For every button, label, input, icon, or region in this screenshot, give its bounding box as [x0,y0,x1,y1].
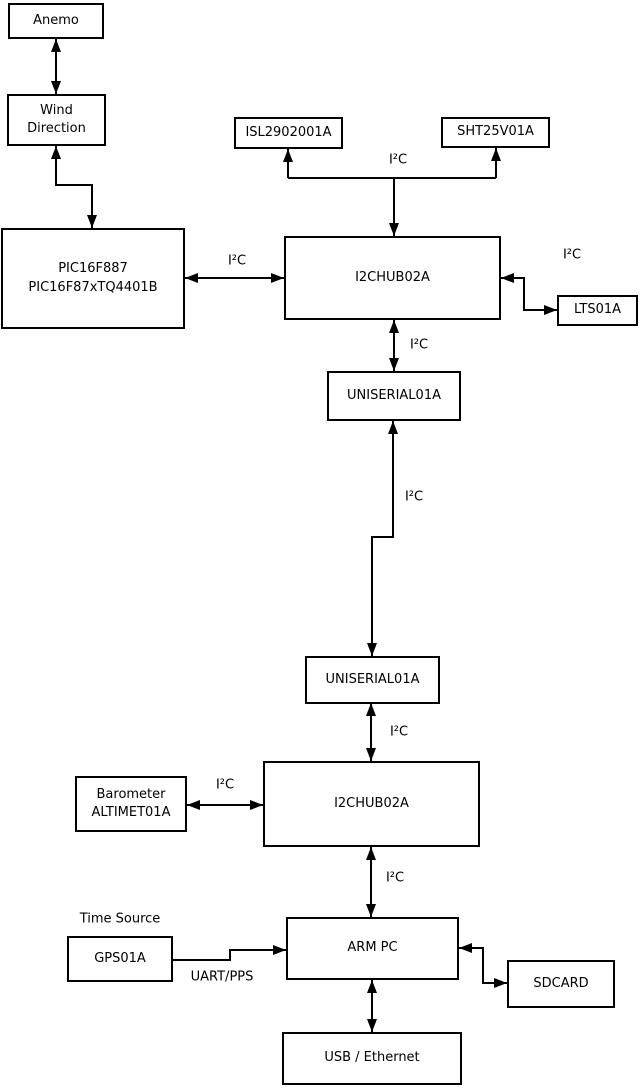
box-wind-direction-label: Wind Direction [27,102,86,136]
connector-uniserial-link [367,421,398,656]
label-i2c-sensor-bus: I²C [386,152,410,168]
box-i2chub-top-label: I2CHUB02A [355,269,430,285]
label-i2c-hub-armpc: I²C [383,870,407,886]
box-sdcard: SDCARD [507,960,615,1008]
box-barometer: Barometer ALTIMET01A [75,776,187,832]
box-anemo: Anemo [8,3,104,39]
connector-sensor-bus [283,148,501,236]
box-sht25v01a-label: SHT25V01A [457,124,534,140]
box-pic16f887: PIC16F887 PIC16F87xTQ4401B [1,228,185,329]
box-i2chub-bottom: I2CHUB02A [263,761,480,847]
label-i2c-pic-hub: I²C [225,253,249,269]
box-arm-pc: ARM PC [286,917,459,980]
box-gps01a-label: GPS01A [94,950,146,966]
box-uniserial-bottom: UNISERIAL01A [305,656,440,704]
label-i2c-hub-uniserial: I²C [407,337,431,353]
box-i2chub-bottom-label: I2CHUB02A [334,795,409,811]
label-i2c-uniserial-hub: I²C [387,724,411,740]
box-isl2902001a-label: ISL2902001A [245,124,332,140]
connector-armpc-sdcard [459,943,507,988]
box-lts01a: LTS01A [557,295,638,326]
label-i2c-uniserial-link: I²C [402,489,426,505]
box-wind-direction: Wind Direction [7,94,106,146]
box-uniserial-top-label: UNISERIAL01A [347,387,441,403]
label-time-source: Time Source [77,911,163,927]
box-lts01a-label: LTS01A [573,302,622,318]
label-i2c-barometer-hub: I²C [213,777,237,793]
box-anemo-label: Anemo [33,12,79,28]
box-uniserial-bottom-label: UNISERIAL01A [325,671,420,687]
box-gps01a: GPS01A [67,936,173,982]
label-i2c-hub-lts: I²C [560,247,584,263]
box-i2chub-top: I2CHUB02A [284,236,501,320]
box-arm-pc-label: ARM PC [347,940,398,956]
box-uniserial-top: UNISERIAL01A [327,371,461,421]
connector-winddirection-pic [51,146,97,228]
connector-gps-armpc [173,945,286,961]
box-pic16f887-label: PIC16F887 PIC16F87xTQ4401B [28,261,158,295]
box-isl2902001a: ISL2902001A [234,117,343,149]
label-uart-pps: UART/PPS [188,969,256,985]
box-sht25v01a: SHT25V01A [441,117,550,148]
box-sdcard-label: SDCARD [533,975,589,991]
box-usb-ethernet-label: USB / Ethernet [324,1050,420,1066]
box-usb-ethernet: USB / Ethernet [282,1032,462,1085]
box-barometer-label: Barometer ALTIMET01A [91,786,171,820]
connector-i2chub-top-lts [501,273,557,315]
